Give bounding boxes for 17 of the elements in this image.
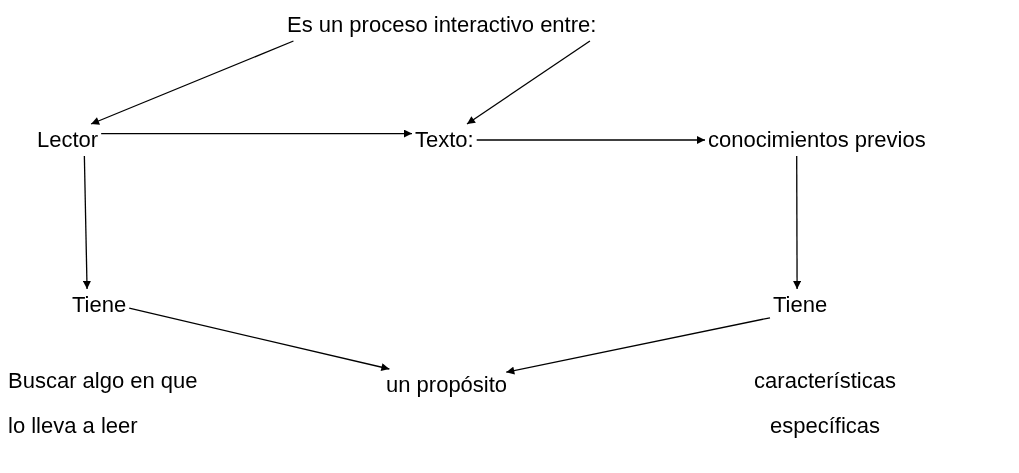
arrow xyxy=(128,307,390,372)
node-text: conocimientos previos xyxy=(705,124,929,156)
node-text: Tiene xyxy=(770,289,831,321)
arrow xyxy=(505,317,771,375)
arrow xyxy=(90,40,295,125)
node-text: un propósito xyxy=(383,369,511,401)
arrow xyxy=(476,136,706,144)
node-text: Tiene xyxy=(69,289,130,321)
node-text: Lector xyxy=(34,124,102,156)
arrow xyxy=(82,155,91,290)
arrow xyxy=(100,129,413,138)
node-text: Es un proceso interactivo entre: xyxy=(284,9,600,41)
arrow xyxy=(466,40,591,125)
note-text: características específicas xyxy=(753,367,897,440)
note-text: Buscar algo en que lo lleva a leer xyxy=(8,367,198,440)
arrow xyxy=(793,155,802,290)
node-text: Texto: xyxy=(412,124,477,156)
